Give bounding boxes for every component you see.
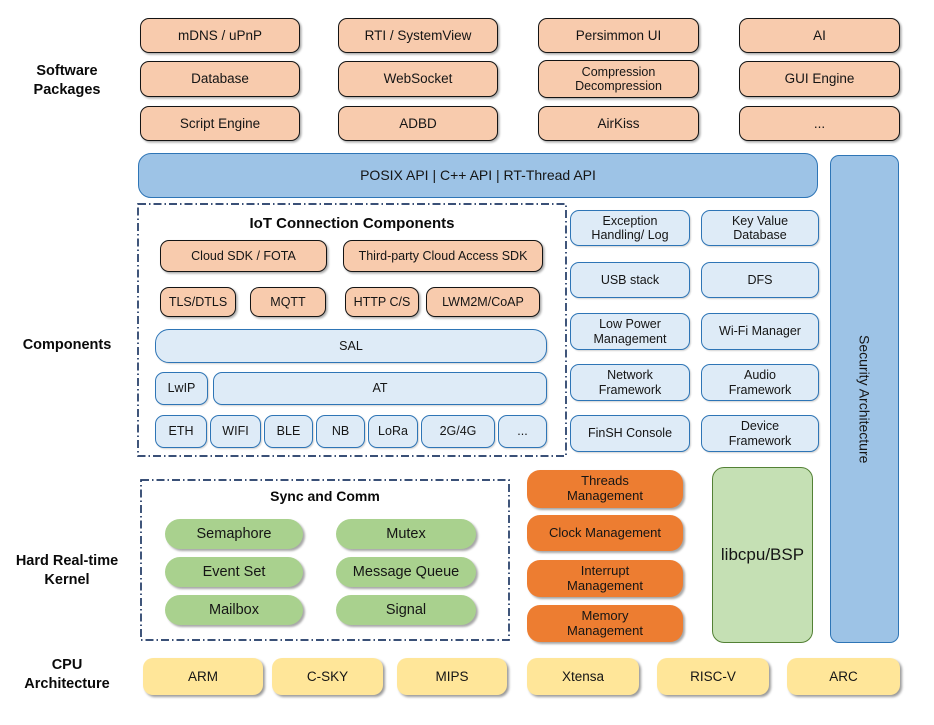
package-database: Database	[140, 61, 300, 97]
service-usb-stack: USB stack	[570, 262, 690, 298]
package-gui-engine: GUI Engine	[739, 61, 900, 97]
label-software-packages: Software Packages	[33, 63, 101, 98]
service-device-framework: Device Framework	[701, 415, 819, 452]
service-network-framework: Network Framework	[570, 364, 690, 401]
service-audio-framework: Audio Framework	[701, 364, 819, 401]
package-more: ...	[739, 106, 900, 141]
iot-link-ble: BLE	[264, 415, 313, 448]
kernel-message-queue: Message Queue	[336, 557, 476, 587]
service-low-power-management: Low Power Management	[570, 313, 690, 350]
iot-link-lora: LoRa	[368, 415, 418, 448]
package-compression: Compression Decompression	[538, 60, 699, 98]
package-airkiss: AirKiss	[538, 106, 699, 141]
cpu-arc: ARC	[787, 658, 900, 695]
package-persimmon-ui: Persimmon UI	[538, 18, 699, 53]
service-finsh-console: FinSH Console	[570, 415, 690, 452]
iot-lwip: LwIP	[155, 372, 208, 405]
cpu-mips: MIPS	[397, 658, 507, 695]
security-architecture-bar: Security Architecture	[830, 155, 899, 643]
service-wifi-manager: Wi-Fi Manager	[701, 313, 819, 350]
kernel-interrupt-management: Interrupt Management	[527, 560, 683, 597]
service-key-value-database: Key Value Database	[701, 210, 819, 246]
iot-components-title: IoT Connection Components	[249, 215, 455, 232]
iot-link-2g4g: 2G/4G	[421, 415, 495, 448]
iot-mqtt: MQTT	[250, 287, 326, 317]
kernel-threads-management: Threads Management	[527, 470, 683, 508]
label-cpu-architecture: CPU Architecture	[24, 657, 110, 692]
sync-and-comm-title: Sync and Comm	[270, 488, 380, 504]
package-adbd: ADBD	[338, 106, 498, 141]
kernel-libcpu-bsp: libcpu/BSP	[712, 467, 813, 643]
iot-link-nb: NB	[316, 415, 365, 448]
api-bar: POSIX API | C++ API | RT-Thread API	[138, 153, 818, 198]
kernel-mailbox: Mailbox	[165, 595, 303, 625]
package-rti-systemview: RTI / SystemView	[338, 18, 498, 53]
kernel-memory-management: Memory Management	[527, 605, 683, 642]
label-hard-realtime-kernel: Hard Real-time Kernel	[15, 553, 119, 588]
service-dfs: DFS	[701, 262, 819, 298]
cpu-arm: ARM	[143, 658, 263, 695]
kernel-mutex: Mutex	[336, 519, 476, 549]
iot-link-more: ...	[498, 415, 547, 448]
iot-at: AT	[213, 372, 547, 405]
iot-components-outline	[137, 203, 567, 457]
iot-sal: SAL	[155, 329, 547, 363]
iot-link-wifi: WIFI	[210, 415, 261, 448]
iot-link-eth: ETH	[155, 415, 207, 448]
package-ai: AI	[739, 18, 900, 53]
service-exception-handling-log: Exception Handling/ Log	[570, 210, 690, 246]
package-websocket: WebSocket	[338, 61, 498, 97]
iot-tls-dtls: TLS/DTLS	[160, 287, 236, 317]
cpu-xtensa: Xtensa	[527, 658, 639, 695]
iot-lwm2m-coap: LWM2M/CoAP	[426, 287, 540, 317]
kernel-event-set: Event Set	[165, 557, 303, 587]
package-mdns-upnp: mDNS / uPnP	[140, 18, 300, 53]
iot-cloud-sdk-fota: Cloud SDK / FOTA	[160, 240, 327, 272]
kernel-clock-management: Clock Management	[527, 515, 683, 551]
iot-third-party-cloud-sdk: Third-party Cloud Access SDK	[343, 240, 543, 272]
label-components: Components	[22, 337, 112, 353]
kernel-semaphore: Semaphore	[165, 519, 303, 549]
kernel-signal: Signal	[336, 595, 476, 625]
cpu-risc-v: RISC-V	[657, 658, 769, 695]
cpu-c-sky: C-SKY	[272, 658, 383, 695]
iot-http-cs: HTTP C/S	[345, 287, 419, 317]
package-script-engine: Script Engine	[140, 106, 300, 141]
